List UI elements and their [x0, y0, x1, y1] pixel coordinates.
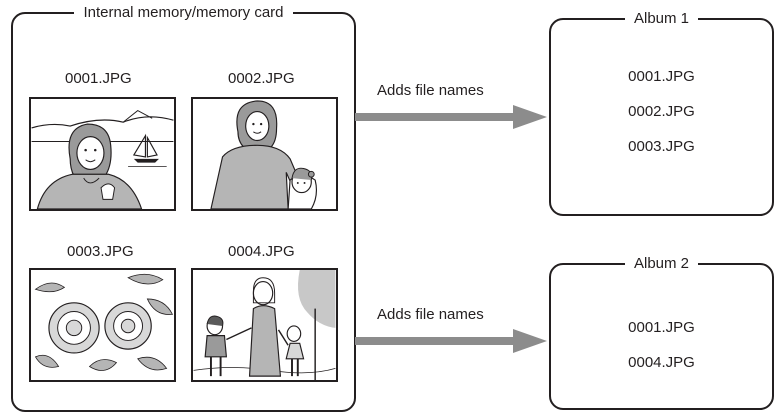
- album-1-file-1: 0001.JPG: [628, 68, 695, 85]
- album-2-file-1: 0001.JPG: [628, 319, 695, 336]
- file-label-4: 0004.JPG: [228, 243, 295, 260]
- photo-thumbnail-3: [29, 268, 176, 382]
- flowers-illustration: [34, 273, 174, 371]
- arrow-label-album-1: Adds file names: [377, 82, 484, 99]
- file-label-3: 0003.JPG: [67, 243, 134, 260]
- album-1-title-wrap: Album 1: [551, 9, 772, 29]
- arrow-to-album-1: [355, 105, 547, 129]
- family-park-illustration: [193, 270, 336, 380]
- file-label-1: 0001.JPG: [65, 70, 132, 87]
- album-1-title: Album 1: [624, 10, 699, 27]
- mother-child-illustration: [210, 100, 318, 209]
- source-memory-box: Internal memory/memory card: [11, 4, 356, 412]
- album-1-file-list: 0001.JPG 0002.JPG 0003.JPG: [551, 59, 772, 164]
- source-box-title-wrap: Internal memory/memory card: [13, 3, 354, 23]
- album-1-box: Album 1 0001.JPG 0002.JPG 0003.JPG: [549, 10, 774, 216]
- album-2-title: Album 2: [624, 255, 699, 272]
- photo-thumbnail-1: [29, 97, 176, 211]
- arrow-label-album-2: Adds file names: [377, 306, 484, 323]
- album-1-file-3: 0003.JPG: [628, 138, 695, 155]
- album-2-file-list: 0001.JPG 0004.JPG: [551, 310, 772, 380]
- album-1-file-2: 0002.JPG: [628, 103, 695, 120]
- file-label-2: 0002.JPG: [228, 70, 295, 87]
- source-box-title: Internal memory/memory card: [74, 4, 293, 21]
- album-2-title-wrap: Album 2: [551, 254, 772, 274]
- arrow-to-album-2: [355, 329, 547, 353]
- woman-sailboat-illustration: [31, 110, 174, 209]
- album-2-box: Album 2 0001.JPG 0004.JPG: [549, 255, 774, 410]
- photo-thumbnail-4: [191, 268, 338, 382]
- photo-thumbnail-2: [191, 97, 338, 211]
- album-2-file-2: 0004.JPG: [628, 354, 695, 371]
